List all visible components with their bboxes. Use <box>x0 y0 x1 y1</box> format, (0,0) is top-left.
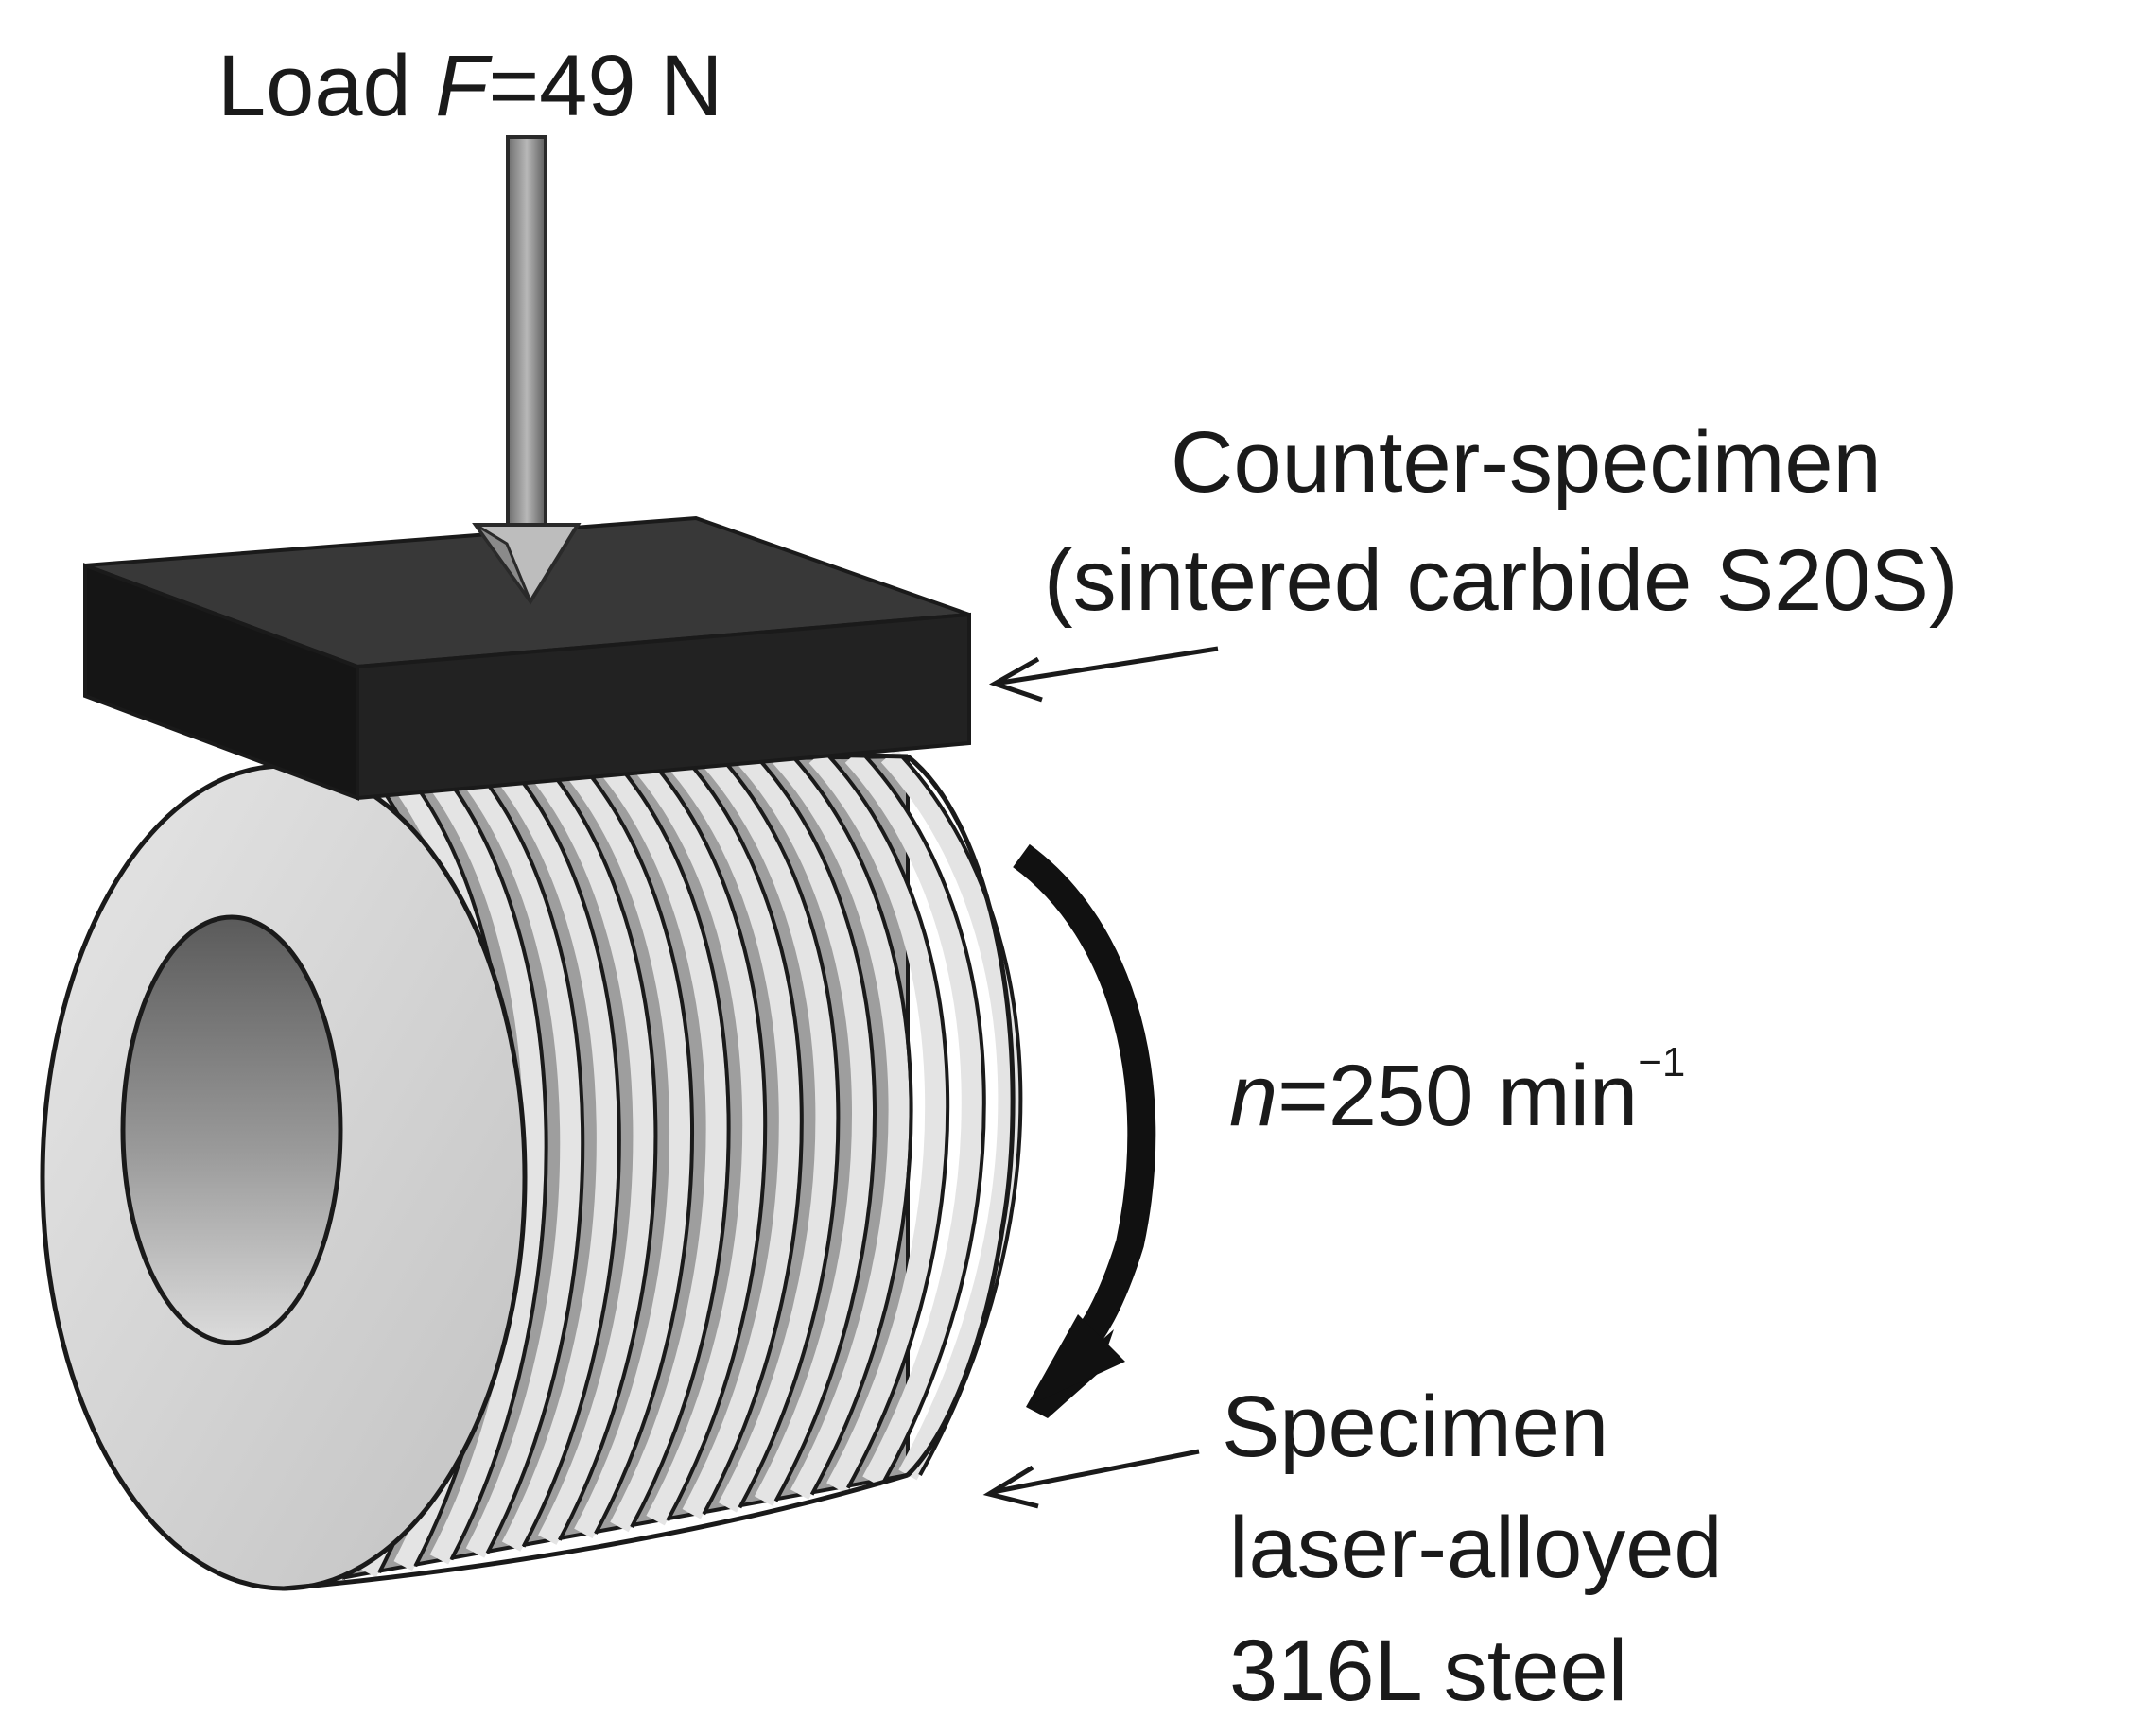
counter-pointer-head <box>988 656 1043 703</box>
speed-label-value: =250 min <box>1277 1048 1638 1144</box>
load-arrow-shaft <box>506 135 547 546</box>
left-pointer-arrow-icon <box>982 1449 1200 1509</box>
roller-rib-groove <box>719 755 841 1509</box>
roller-rib <box>701 750 837 1513</box>
roller-rib <box>628 751 764 1526</box>
roller-rib <box>592 751 727 1533</box>
roller-rib <box>773 749 910 1500</box>
roller-rib <box>556 752 691 1539</box>
left-pointer-arrow-icon <box>988 646 1219 703</box>
roller-rib <box>737 750 873 1506</box>
load-label-var: F <box>435 38 493 134</box>
roller-rib <box>484 752 617 1552</box>
roller-rib-groove <box>683 755 804 1516</box>
specimen-label-line1: Specimen <box>1222 1379 1608 1475</box>
specimen-pointer-head <box>982 1465 1039 1509</box>
counter-specimen-label-line2: (sintered carbide S20S) <box>1044 532 1958 629</box>
curved-arrow-icon <box>1013 843 1156 1418</box>
roller-rib-groove <box>539 757 658 1541</box>
specimen-pointer-line <box>992 1449 1200 1495</box>
roller-back-rim <box>906 755 1016 1477</box>
roller-bottom-edge <box>283 1472 909 1591</box>
rotation-arrow-arc <box>1013 843 1156 1366</box>
roller-rib-groove <box>863 755 986 1483</box>
speed-label-var: n <box>1229 1048 1277 1144</box>
rotation-arrow-head-tip <box>1026 1314 1125 1407</box>
load-label-prefix: Load <box>217 38 435 134</box>
roller-rib-groove <box>756 755 877 1502</box>
roller-rib <box>880 748 1019 1481</box>
roller-rib-groove <box>647 756 768 1522</box>
roller-rib <box>808 749 947 1494</box>
roller-rib-groove <box>611 756 731 1528</box>
counter-specimen-label-line1: Counter-specimen <box>1171 414 1882 511</box>
roller-specimen <box>40 748 1023 1591</box>
speed-label: n=250 min−1 <box>1229 1039 1685 1144</box>
down-arrow-icon <box>472 135 582 605</box>
load-label: Load F=49 N <box>217 38 723 134</box>
counter-pointer-line <box>999 646 1219 686</box>
roller-rib-groove <box>575 757 695 1535</box>
specimen-label-line2: laser-alloyed <box>1229 1500 1723 1596</box>
roller-rib-groove <box>827 755 950 1489</box>
roller-bore <box>120 914 343 1345</box>
load-label-value: =49 N <box>488 38 722 134</box>
roller-rib <box>665 750 800 1519</box>
roller-rib <box>844 748 982 1487</box>
load-arrow-head-shade <box>474 523 532 602</box>
block-side-face <box>83 563 359 801</box>
specimen-label-line3: 316L steel <box>1229 1623 1627 1719</box>
roller-rib <box>520 752 654 1545</box>
roller-rib-groove <box>503 757 621 1548</box>
roller-rib-groove <box>791 755 913 1496</box>
roller-rib <box>412 753 545 1565</box>
roller-rib-groove <box>430 758 548 1561</box>
roller-rib-groove <box>466 758 585 1554</box>
roller-rib <box>448 753 582 1558</box>
speed-label-exponent: −1 <box>1638 1039 1685 1085</box>
